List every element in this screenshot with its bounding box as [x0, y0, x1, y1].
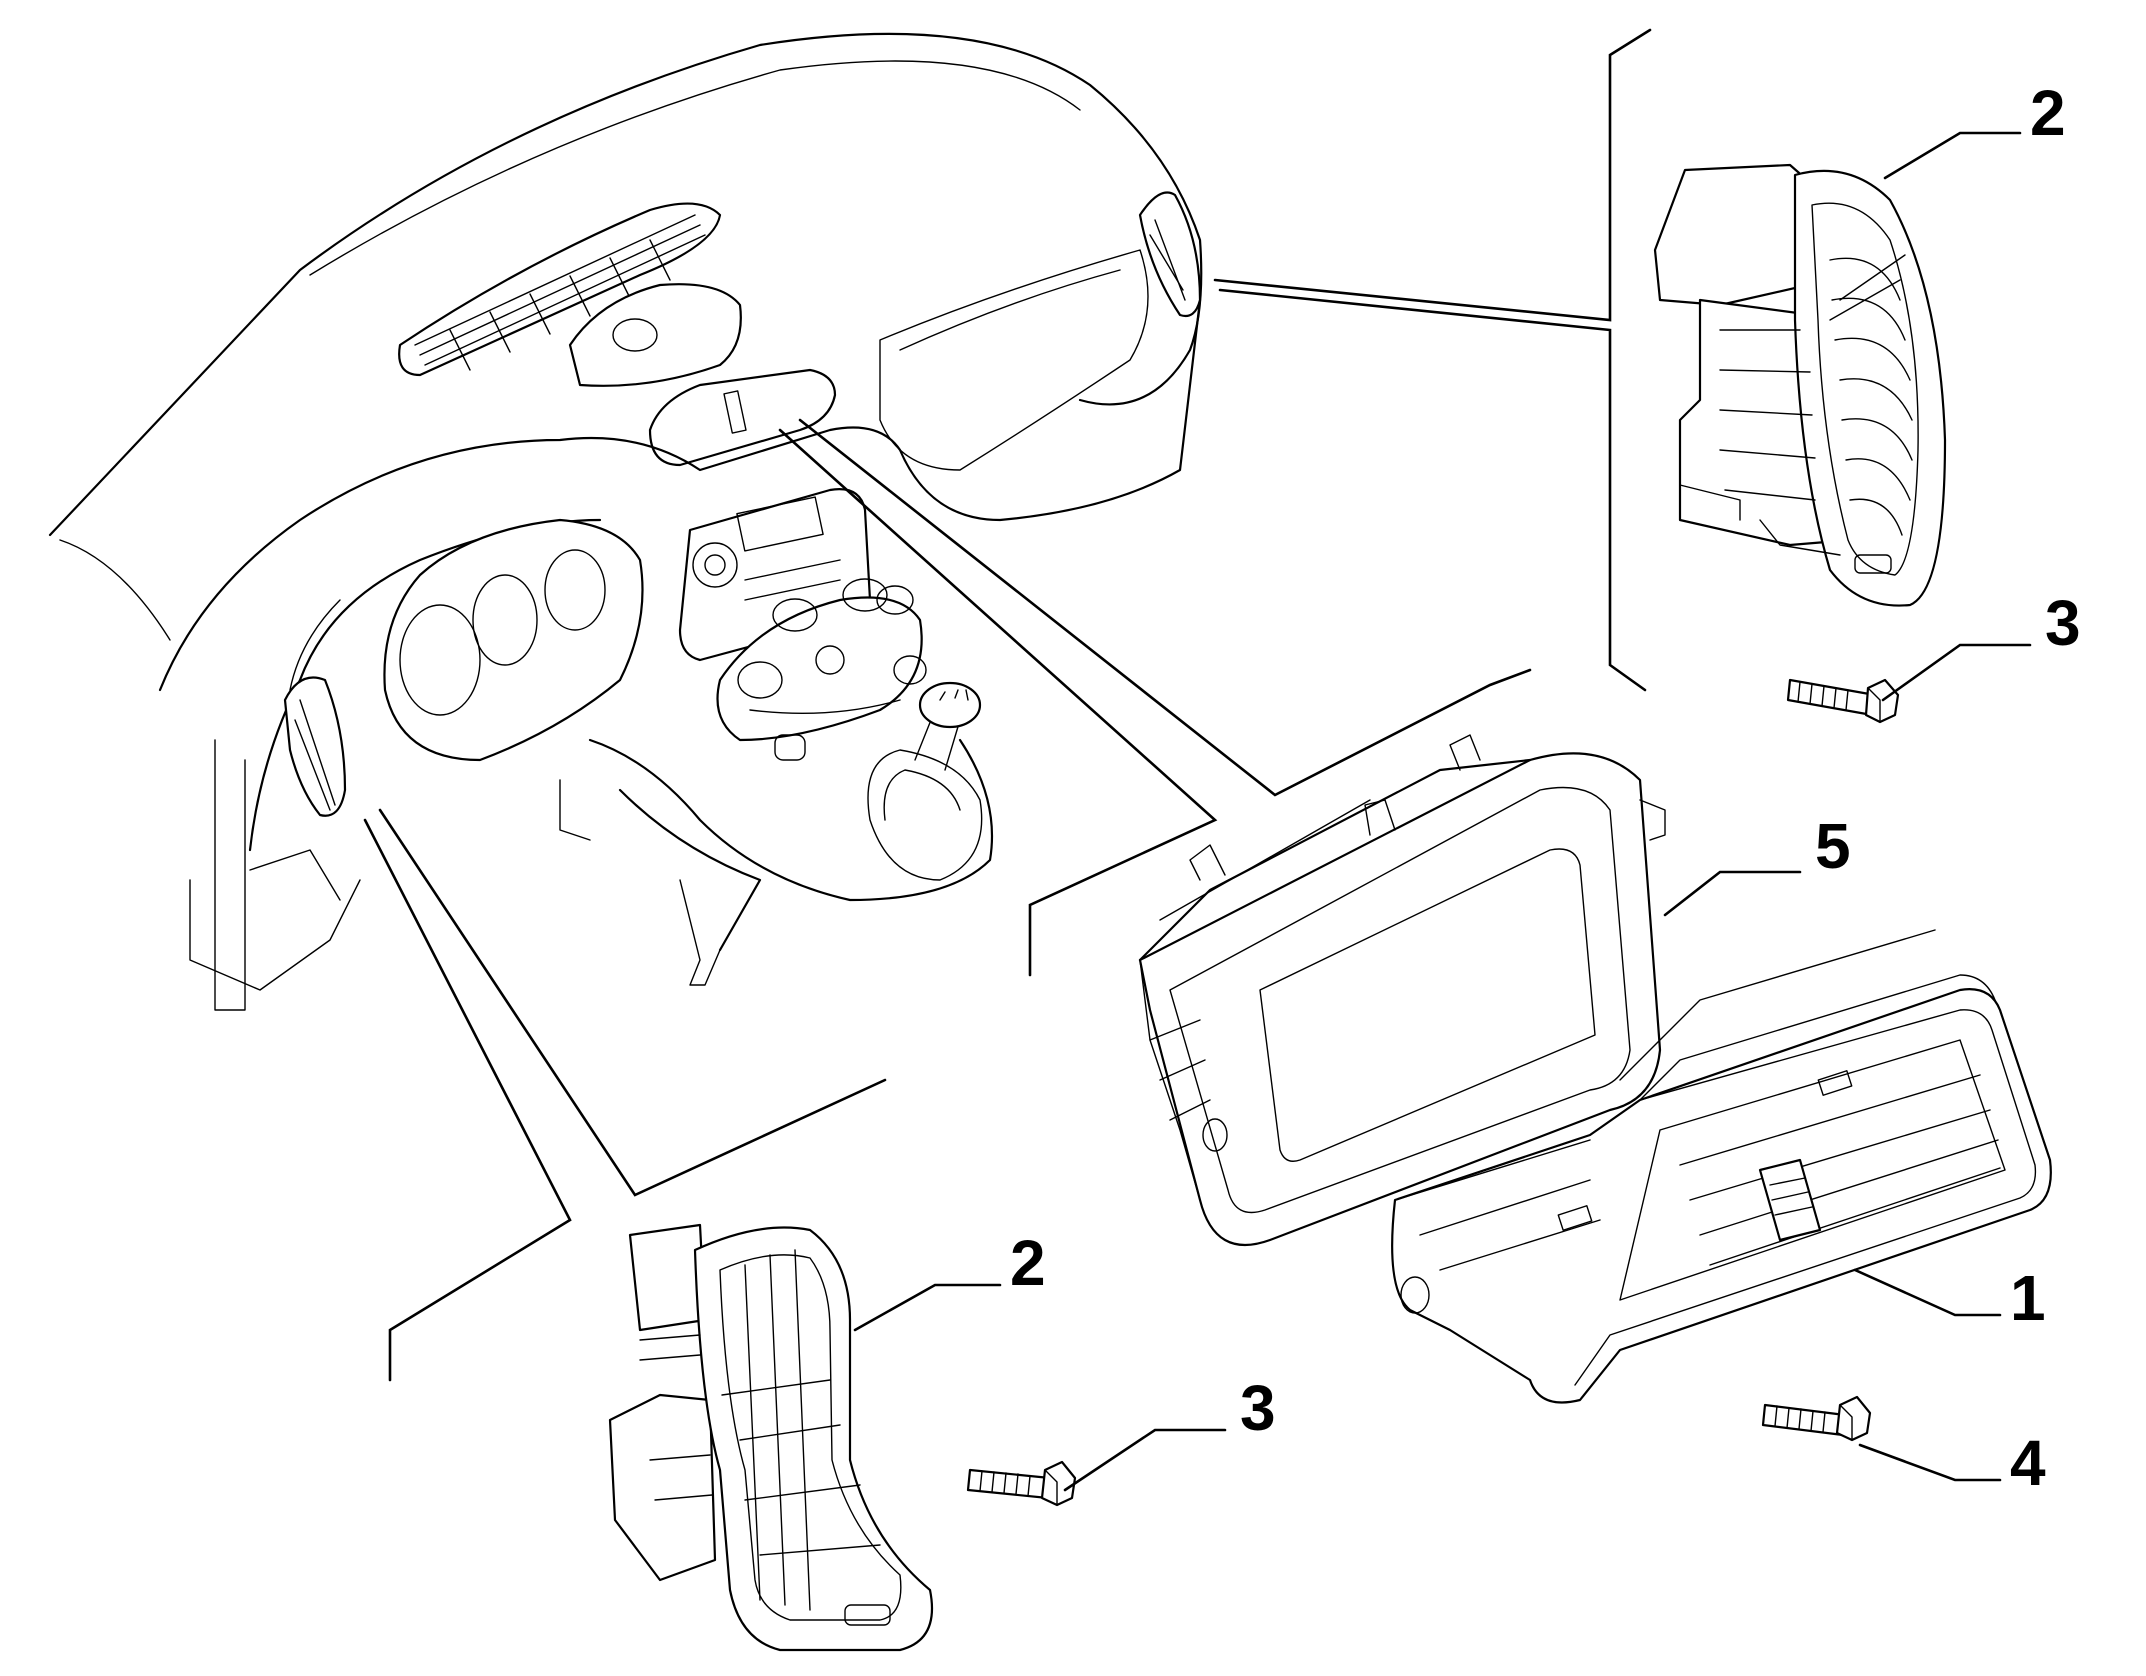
- connector-lines: [363, 28, 1652, 1382]
- part-5-vent-housing: [1138, 734, 1666, 1247]
- part-2-side-vent-bottom: [608, 1223, 934, 1652]
- callout-2-top: 2: [2030, 77, 2066, 149]
- callout-5: 5: [1815, 810, 1851, 882]
- callout-leaders: [853, 131, 2032, 1492]
- part-3-screw-bottom: [966, 1460, 1077, 1507]
- part-3-screw-top: [1786, 678, 1900, 724]
- part-4-screw: [1761, 1395, 1872, 1442]
- part-1-center-vent: [1391, 929, 2052, 1404]
- callout-3-top: 3: [2045, 587, 2081, 659]
- callout-1: 1: [2010, 1262, 2046, 1334]
- part-2-side-vent-top: [1653, 163, 1947, 607]
- callout-numbers: 2 3 5 1 4 2 3: [1010, 77, 2081, 1499]
- callout-2-bottom: 2: [1010, 1227, 1046, 1299]
- dashboard-assembly: [48, 32, 1203, 1011]
- callout-3-bottom: 3: [1240, 1372, 1276, 1444]
- callout-4: 4: [2010, 1427, 2046, 1499]
- defroster-grille-mesh: [414, 214, 706, 371]
